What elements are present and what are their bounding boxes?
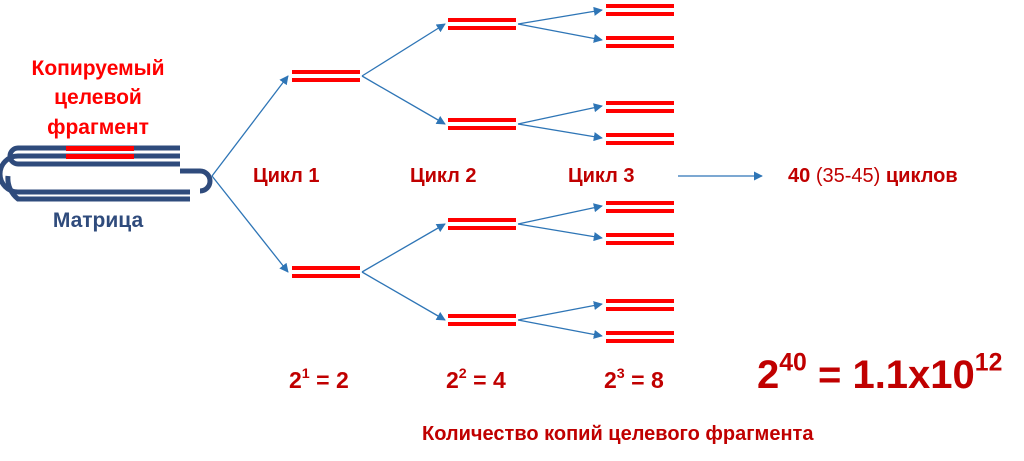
dna-copy-icon [292,70,360,82]
total-cycles-range: (35-45) [815,165,881,187]
total-cycles: 40 (35-45) циклов [788,166,958,186]
arrow-icon [517,23,603,43]
dna-copy-icon [606,299,674,311]
power-result: = 2 [316,367,349,393]
dna-copy-icon [606,4,674,16]
template-label-line-3: фрагмент [47,116,149,139]
power-result: = 8 [631,367,664,393]
copies-cycle-1: 21 = 2 [289,366,349,393]
dna-copy-icon [448,218,516,230]
dna-copy-icon [448,118,516,130]
target-fragment-top-icon [66,146,134,151]
power-exponent: 2 [458,366,467,383]
copies-caption: Количество копий целевого фрагмента [422,423,814,445]
arrow-icon [211,75,289,177]
power-base: 2 [757,353,780,397]
dna-copy-icon [292,266,360,278]
arrow-icon [517,123,603,142]
arrow-icon [361,23,446,77]
cycle-label-3: Цикл 3 [568,165,635,187]
cycle-label-2: Цикл 2 [410,165,477,187]
template-label-line-1: Копируемый [31,57,165,80]
power-exponent: 40 [779,349,807,377]
power-base: 2 [604,367,617,393]
dna-copy-icon [448,18,516,30]
power-base: 2 [446,367,459,393]
dna-copy-icon [606,233,674,245]
copies-cycle-3: 23 = 8 [604,366,664,393]
arrow-icon [517,6,603,25]
dna-copy-icon [606,36,674,48]
target-fragment-bottom-icon [66,154,134,159]
power-result-exponent: 12 [974,349,1003,377]
power-exponent: 1 [301,366,310,383]
arrow-icon [361,223,446,273]
template-dna-icon [0,145,213,202]
power-base: 2 [289,367,302,393]
copies-total: 240 = 1.1x1012 [757,351,1002,397]
arrow-icon [517,103,603,125]
dna-copy-icon [606,201,674,213]
arrow-icon [517,203,603,225]
amplification-arrows [211,6,763,339]
cycle-label-1: Цикл 1 [253,165,320,187]
power-exponent: 3 [616,366,625,383]
arrow-icon [517,319,603,339]
dna-copy-icon [606,101,674,113]
arrow-icon [361,75,446,125]
arrow-icon [517,301,603,321]
dna-copies [292,4,674,343]
copies-cycle-2: 22 = 4 [446,366,506,393]
power-result: = 1.1x10 [817,353,975,397]
dna-copy-icon [448,314,516,326]
power-result: = 4 [473,367,506,393]
dna-copy-icon [606,331,674,343]
total-cycles-unit: циклов [885,165,958,187]
arrow-icon [211,175,289,273]
dna-copy-icon [606,133,674,145]
arrow-icon [361,271,446,321]
template-label-line-2: целевой [54,86,142,109]
template-caption: Матрица [52,209,144,232]
arrow-icon [517,223,603,242]
total-cycles-count: 40 [788,165,811,187]
